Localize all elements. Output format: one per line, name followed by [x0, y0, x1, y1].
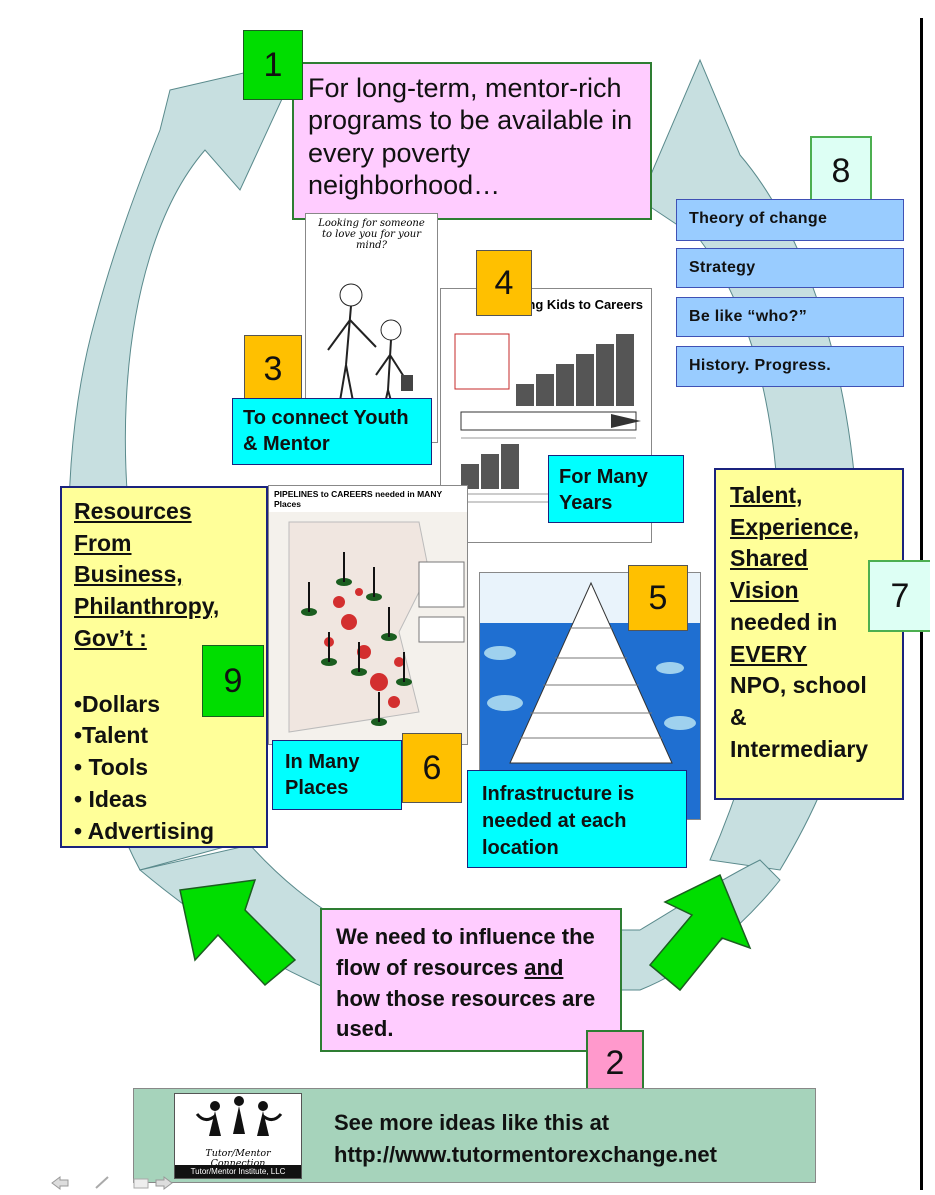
for-many-years-label: For Many Years: [548, 455, 684, 523]
slide-nav-icons: [51, 1176, 173, 1190]
number-6-badge: 6: [402, 733, 462, 803]
green-arrow-left: [179, 879, 297, 987]
footer-text: See more ideas like this at http://www.t…: [334, 1107, 717, 1171]
in-many-places-label: In Many Places: [272, 740, 402, 810]
talent-box: Talent, Experience, Shared Vision needed…: [714, 468, 904, 800]
talent-underlined-1: Experience,: [730, 513, 860, 540]
menu-icon: [133, 1178, 149, 1189]
number-9-badge: 9: [202, 645, 264, 717]
careers-title: Mentoring Kids to Careers: [480, 297, 643, 312]
link-theory-of-change[interactable]: Theory of change: [676, 199, 904, 241]
infrastructure-label: Infrastructure is needed at each locatio…: [467, 770, 687, 868]
next-arrow-icon: [155, 1176, 173, 1190]
resources-heading-2: Business,: [74, 561, 183, 588]
logo-sub: Tutor/Mentor Institute, LLC: [175, 1165, 301, 1178]
number-1-badge: 1: [243, 30, 303, 100]
talent-underlined-0: Talent,: [730, 482, 803, 508]
careers-staircase-graphic: [454, 333, 641, 503]
number-8-badge: 8: [810, 136, 872, 206]
pen-icon: [95, 1176, 109, 1189]
connect-youth-mentor-label: To connect Youth & Mentor: [232, 398, 432, 465]
talent-tail-0: NPO, school: [730, 672, 867, 699]
slide-nav-controls: [48, 1174, 178, 1190]
logo-text: Tutor/Mentor Connection: [205, 1148, 271, 1170]
footer-url-link[interactable]: http://www.tutormentorexchange.net: [334, 1141, 717, 1167]
link-strategy[interactable]: Strategy: [676, 248, 904, 288]
talent-tail-1: &: [730, 704, 747, 731]
number-7-badge: 7: [868, 560, 930, 632]
resources-item-4: • Advertising: [74, 817, 215, 844]
pipelines-map-graphic: [269, 512, 467, 744]
number-4-badge: 4: [476, 250, 532, 316]
talent-needed-in: needed in: [730, 608, 838, 635]
pipelines-map-thumbnail[interactable]: PIPELINES to CAREERS needed in MANY Plac…: [268, 485, 468, 745]
resources-box: Resources From Business, Philanthropy, G…: [60, 486, 268, 848]
talent-every: EVERY: [730, 640, 808, 667]
goal-box: For long-term, mentor-rich programs to b…: [292, 62, 652, 220]
prev-arrow-icon: [51, 1176, 69, 1190]
influence-box: We need to influence the flow of resourc…: [320, 908, 622, 1052]
number-3-badge: 3: [244, 335, 302, 403]
poster-figures-icon: [327, 283, 413, 438]
number-5-badge: 5: [628, 565, 688, 631]
footer-banner: Tutor/Mentor Connection Tutor/Mentor Ins…: [133, 1088, 816, 1183]
influence-line2: how those resources are used.: [336, 985, 596, 1042]
link-history-progress[interactable]: History. Progress.: [676, 346, 904, 387]
talent-tail-2: Intermediary: [730, 735, 869, 762]
talent-underlined-2: Shared: [730, 545, 808, 572]
resources-item-2: • Tools: [74, 754, 149, 781]
resources-item-3: • Ideas: [74, 785, 148, 812]
tutor-mentor-logo[interactable]: Tutor/Mentor Connection Tutor/Mentor Ins…: [174, 1093, 302, 1179]
logo-figures-icon: [195, 1096, 283, 1136]
resources-heading-3: Philanthropy,: [74, 593, 220, 620]
number-2-badge: 2: [586, 1030, 644, 1096]
resources-item-1: •Talent: [74, 722, 149, 749]
footer-line1: See more ideas like this at: [334, 1110, 610, 1135]
resources-heading-1: From: [74, 529, 132, 556]
influence-and: and: [524, 954, 564, 980]
green-arrow-right: [648, 873, 752, 992]
pipelines-title: PIPELINES to CAREERS needed in MANY Plac…: [274, 489, 442, 509]
talent-underlined-3: Vision: [730, 577, 799, 604]
link-be-like-who[interactable]: Be like “who?”: [676, 297, 904, 337]
resources-heading-0: Resources: [74, 498, 192, 524]
goal-text: For long-term, mentor-rich programs to b…: [308, 73, 633, 201]
resources-item-0: •Dollars: [74, 690, 161, 717]
resources-heading-4: Gov’t :: [74, 624, 147, 651]
influence-line1: We need to influence the flow of resourc…: [336, 924, 595, 980]
poster-caption: Looking for someone to love you for your…: [318, 218, 425, 251]
